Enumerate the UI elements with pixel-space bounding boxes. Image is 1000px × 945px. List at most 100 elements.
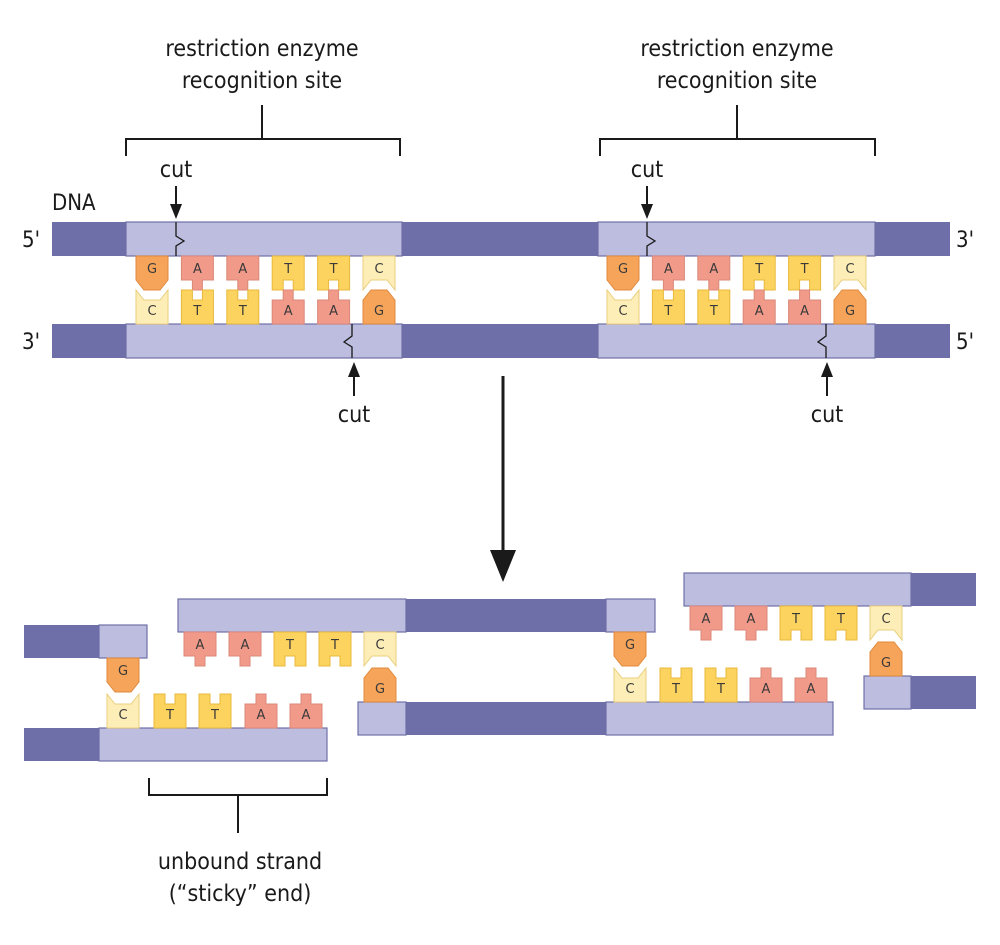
frag-mid-base-letter-10: A — [762, 682, 771, 697]
sticky-end-label-line1: unbound strand — [158, 849, 322, 875]
left-site-top-base-letter-5: C — [374, 262, 383, 277]
right-site-bottom-base-letter-4: A — [800, 304, 809, 319]
left-site-bottom-base-letter-3: A — [284, 304, 293, 319]
frag-mid-base-G-5 — [363, 667, 397, 703]
frag-left-base-A-4 — [244, 693, 278, 729]
frag-right-base-letter-0: A — [702, 612, 711, 627]
left-site-bottom-base-letter-2: T — [238, 304, 247, 319]
fragment-left: G C T T A A — [24, 624, 328, 762]
right-site-bottom-base-letter-2: T — [709, 304, 718, 319]
cut-mark-top-left — [175, 222, 186, 256]
frag-left-base-letter-0: G — [118, 664, 128, 679]
process-arrow — [490, 376, 516, 582]
left-site-bottom-base-letter-0: C — [147, 304, 156, 319]
frag-mid-base-A-1 — [228, 631, 262, 667]
cut-arrow-top-left — [170, 186, 182, 219]
fragment-middle: A A T T C G G C T T A A — [177, 598, 834, 736]
frag-mid-base-letter-2: T — [285, 638, 294, 653]
recognition-label-left-line2: recognition site — [182, 68, 342, 94]
frag-mid-base-letter-1: A — [241, 638, 250, 653]
cut-arrow-bottom-right — [821, 362, 833, 396]
right-site-top-base-T-3 — [742, 255, 776, 291]
right-site-bottom-base-letter-1: T — [663, 304, 672, 319]
right-site-top-base-G-0 — [606, 255, 640, 291]
left-site-top-base-letter-2: A — [238, 262, 247, 277]
frag-mid-base-letter-4: C — [375, 638, 384, 653]
frag-left-base-A-5 — [289, 693, 323, 729]
right-site-top-base-letter-5: C — [845, 262, 854, 277]
left-site-top-base-T-3 — [271, 255, 305, 291]
right-site-top-base-letter-0: G — [618, 262, 628, 277]
left-site-bottom-base-T-1 — [180, 289, 214, 325]
frag-left-base-G-0 — [106, 657, 140, 693]
frag-left-base-C-1 — [106, 692, 140, 729]
frag-left-base-T-2 — [153, 693, 187, 729]
cut-label-bottom-left: cut — [338, 402, 371, 428]
right-site-top-base-letter-3: T — [754, 262, 763, 277]
right-site-top-base-C-5 — [833, 255, 867, 292]
cut-arrow-bottom-left — [348, 362, 360, 396]
frag-right-base-letter-1: A — [747, 612, 756, 627]
right-site-bottom-base-T-2 — [697, 289, 731, 325]
frag-right-base-letter-3: T — [836, 612, 845, 627]
frag-mid-base-letter-7: C — [625, 682, 634, 697]
recognition-bracket-right — [599, 105, 876, 156]
frag-right-base-C-4 — [869, 605, 903, 642]
frag-left-base-letter-5: A — [302, 708, 311, 723]
frag-right-base-G-5 — [869, 641, 903, 677]
frag-mid-base-C-4 — [363, 631, 397, 668]
frag-mid-base-A-0 — [183, 631, 217, 667]
frag-mid-base-C-7 — [613, 666, 647, 703]
frag-left-base-letter-1: C — [118, 708, 127, 723]
bottom-strand — [52, 323, 950, 359]
recognition-bracket-left — [125, 105, 401, 156]
frag-mid-base-letter-0: A — [196, 638, 205, 653]
frag-left-base-letter-2: T — [165, 708, 174, 723]
left-site-top-base-letter-4: T — [329, 262, 338, 277]
frag-left-base-letter-3: T — [210, 708, 219, 723]
dna-label: DNA — [52, 191, 96, 216]
frag-right-base-T-3 — [824, 605, 858, 641]
frag-mid-base-A-10 — [749, 667, 783, 703]
right-site-bottom-base-C-0 — [606, 288, 640, 325]
left-site-top-base-T-4 — [317, 255, 351, 291]
frag-mid-base-T-3 — [318, 631, 352, 667]
right-site-bottom-base-T-1 — [651, 289, 685, 325]
left-site-top-base-G-0 — [135, 255, 169, 291]
cut-label-top-right: cut — [631, 157, 664, 183]
left-site-top-base-letter-1: A — [193, 262, 202, 277]
frag-right-base-A-1 — [734, 605, 768, 641]
right-site-bottom-base-letter-0: C — [618, 304, 627, 319]
frag-left-base-letter-4: A — [257, 708, 266, 723]
frag-mid-base-letter-3: T — [330, 638, 339, 653]
cut-label-top-left: cut — [160, 157, 193, 183]
end-label-5-top: 5' — [22, 228, 40, 253]
frag-left-base-T-3 — [198, 693, 232, 729]
cut-mark-bottom-right — [816, 324, 827, 358]
left-site-top-base-C-5 — [362, 255, 396, 292]
frag-mid-base-letter-9: T — [716, 682, 725, 697]
right-site-top-base-T-4 — [788, 255, 822, 291]
right-site-bottom-base-A-4 — [788, 289, 822, 325]
frag-mid-base-letter-6: G — [625, 638, 635, 653]
cut-label-bottom-right: cut — [811, 402, 844, 428]
end-label-5-bottom: 5' — [956, 330, 974, 355]
frag-mid-base-G-6 — [613, 631, 647, 667]
left-site-bottom-base-T-2 — [226, 289, 260, 325]
frag-right-base-letter-2: T — [791, 612, 800, 627]
frag-right-base-letter-5: G — [881, 656, 891, 671]
frag-right-base-A-0 — [689, 605, 723, 641]
left-site-bottom-base-A-4 — [317, 289, 351, 325]
frag-mid-base-T-9 — [704, 667, 738, 703]
sticky-end-bracket — [148, 778, 328, 833]
right-site-bottom-base-A-3 — [742, 289, 776, 325]
frag-mid-base-letter-5: G — [375, 682, 385, 697]
cut-mark-top-right — [646, 222, 657, 256]
left-site-top-base-letter-3: T — [283, 262, 292, 277]
